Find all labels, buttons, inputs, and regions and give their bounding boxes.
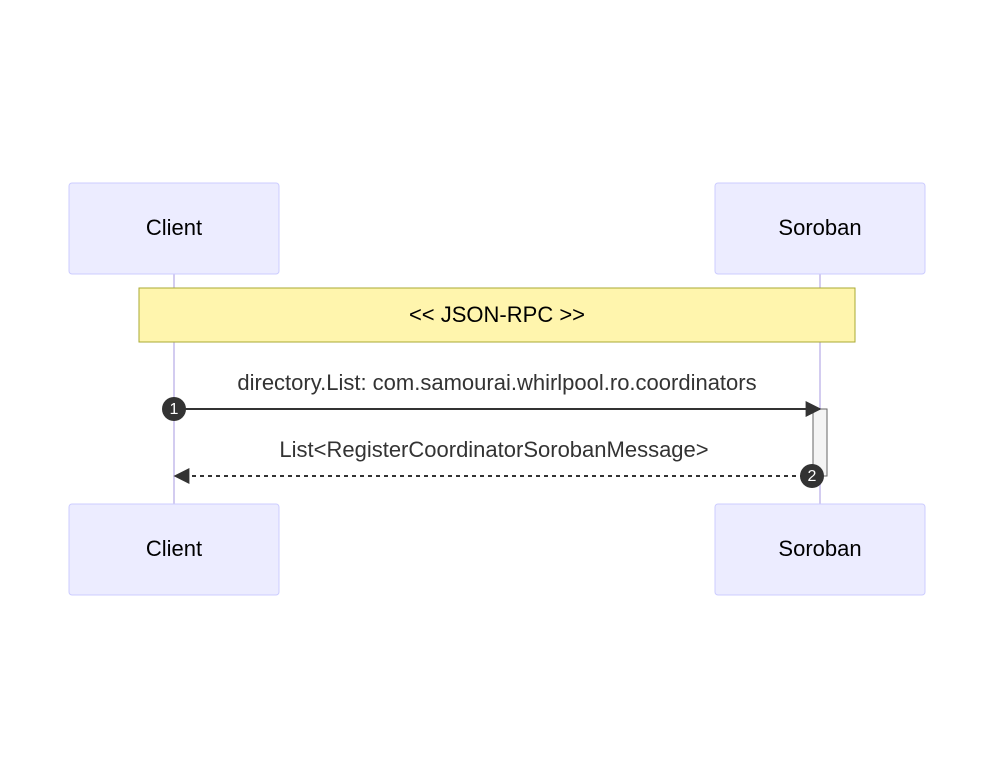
message-text: directory.List: com.samourai.whirlpool.r… — [237, 370, 756, 395]
sequence-number: 2 — [808, 468, 817, 485]
actor-label: Soroban — [778, 215, 861, 240]
actor-label: Client — [146, 215, 202, 240]
note: << JSON-RPC >> — [138, 287, 856, 343]
message-1: directory.List: com.samourai.whirlpool.r… — [162, 370, 822, 421]
actor-client-top[interactable]: Client — [68, 182, 280, 275]
actor-soroban-top[interactable]: Soroban — [714, 182, 926, 275]
actor-label: Soroban — [778, 536, 861, 561]
sequence-number-badge — [162, 397, 186, 421]
sequence-number-badge — [800, 464, 824, 488]
message-2: List<RegisterCoordinatorSorobanMessage> … — [173, 437, 824, 488]
actor-soroban-bottom[interactable]: Soroban — [714, 503, 926, 596]
message-text: List<RegisterCoordinatorSorobanMessage> — [279, 437, 708, 462]
sequence-number: 1 — [170, 401, 179, 418]
actor-client-bottom[interactable]: Client — [68, 503, 280, 596]
note-text: << JSON-RPC >> — [409, 302, 585, 327]
actor-label: Client — [146, 536, 202, 561]
